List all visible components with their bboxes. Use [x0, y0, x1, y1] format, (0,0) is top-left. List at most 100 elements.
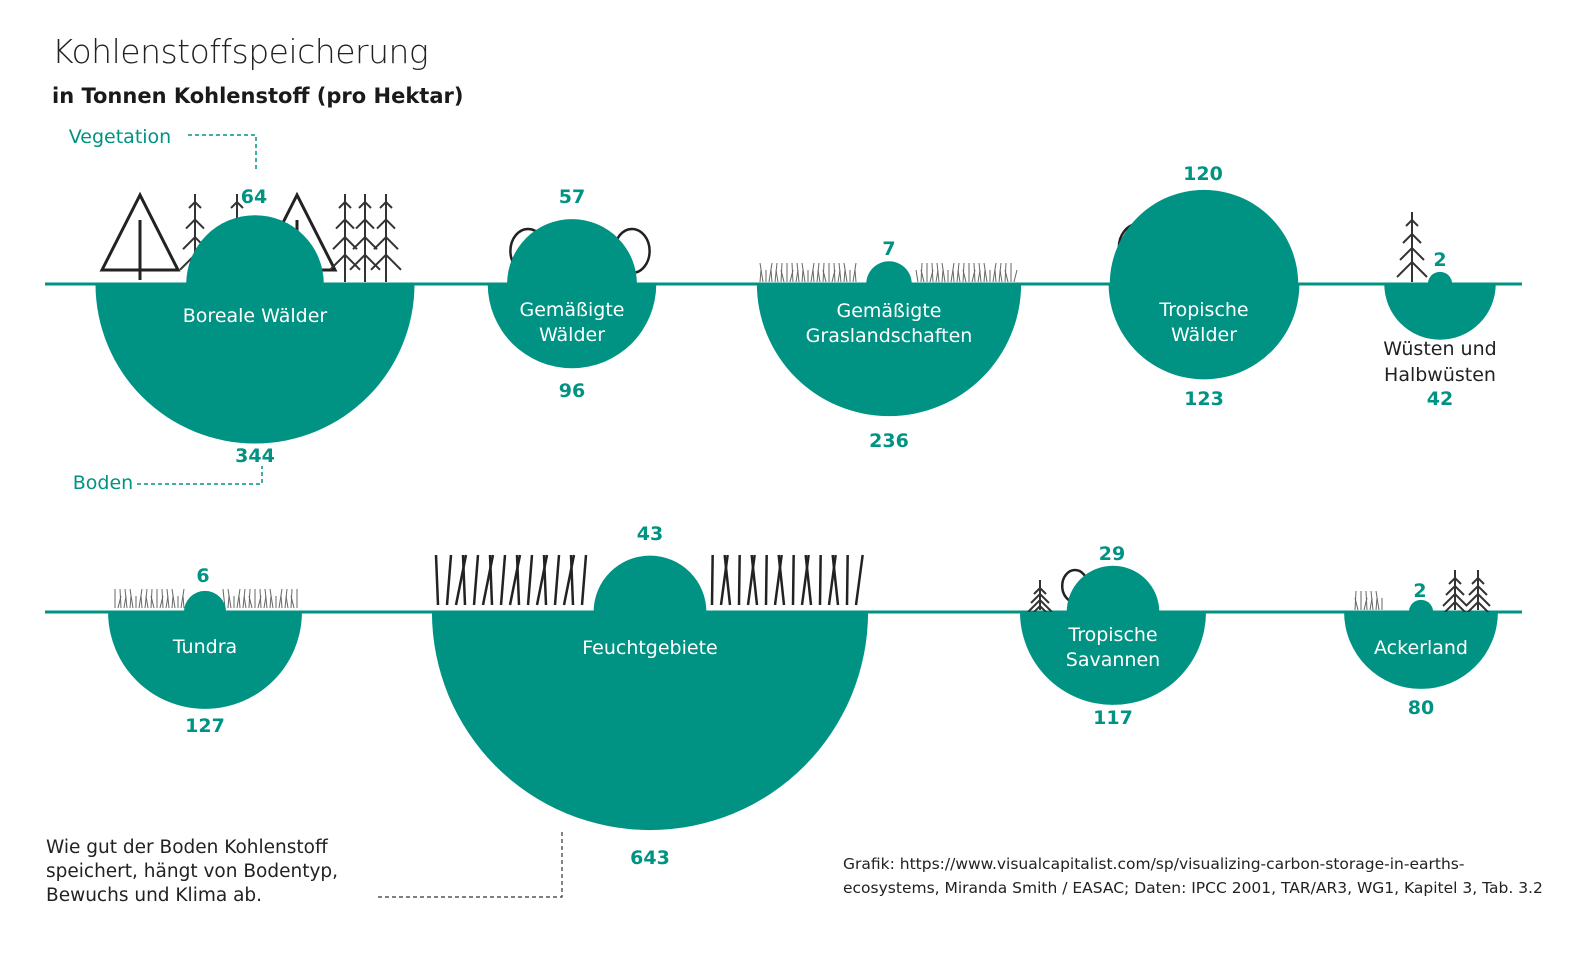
reed — [737, 554, 741, 606]
biome-label: Savannen — [1066, 649, 1160, 671]
blade — [957, 269, 961, 283]
blade — [180, 588, 185, 609]
blade — [166, 588, 170, 609]
blade — [768, 262, 773, 283]
note-line: Bewuchs und Klima ab. — [46, 885, 263, 906]
soil-value-label: 236 — [869, 430, 909, 452]
blade — [1375, 597, 1378, 611]
grass-icon — [759, 262, 857, 283]
biome-tundra — [108, 590, 302, 709]
reed — [818, 554, 822, 606]
vegetation-value-label: 7 — [882, 238, 895, 260]
vegetation-semicircle — [1066, 565, 1160, 612]
blade — [1370, 590, 1374, 611]
biome-label: Gemäßigte — [519, 299, 624, 321]
reed — [515, 554, 521, 606]
soil-note: Wie gut der Boden Kohlenstoff speichert,… — [46, 836, 338, 908]
biome-label: Gemäßigte — [836, 300, 941, 322]
soil-semicircle — [1108, 284, 1300, 380]
reed — [710, 554, 714, 606]
blade — [119, 588, 122, 609]
reed — [569, 554, 575, 606]
biome-gemäßigte-graslandschaften — [756, 261, 1022, 417]
tundra-shrub-icon — [114, 588, 185, 609]
branch — [1033, 586, 1047, 595]
blade — [999, 269, 1003, 283]
soil-value-label: 123 — [1184, 388, 1224, 410]
reed — [854, 554, 864, 606]
branch — [1445, 584, 1465, 596]
biome-tropische-savannen — [1019, 565, 1207, 705]
blade — [838, 262, 842, 283]
blade — [138, 588, 143, 609]
blade — [775, 269, 779, 283]
blade — [259, 588, 262, 609]
branch — [376, 218, 396, 230]
soil-semicircle — [1384, 284, 1496, 340]
tundra-shrub-icon — [222, 588, 298, 609]
blade — [931, 262, 934, 283]
vegetation-value-label: 64 — [241, 186, 267, 208]
blade — [280, 595, 283, 609]
source-credit: Grafik: https://www.visualcapitalist.com… — [843, 852, 1543, 900]
reed — [791, 554, 795, 606]
blade — [1365, 590, 1368, 611]
blade — [238, 595, 241, 609]
blade — [915, 269, 919, 283]
branch — [1027, 598, 1053, 613]
blade — [994, 269, 997, 283]
branch — [370, 253, 402, 271]
blade — [978, 262, 982, 283]
branch — [188, 200, 202, 209]
vegetation-value-label: 29 — [1099, 543, 1125, 565]
legend-vegetation-label: Vegetation — [69, 126, 171, 148]
biome-label: Wälder — [539, 324, 605, 346]
blade — [248, 595, 253, 609]
wheat-icon — [1462, 570, 1494, 618]
blade — [936, 262, 940, 283]
vegetation-semicircle — [866, 261, 912, 284]
biome-wüsten-und-halbwüsten — [1384, 271, 1496, 340]
branch — [1405, 218, 1419, 227]
branch — [355, 218, 375, 230]
reeds-icon — [434, 554, 588, 606]
pine-tree-icon — [99, 191, 181, 280]
blade — [161, 588, 164, 609]
reed — [580, 554, 588, 606]
branch — [373, 235, 399, 250]
chart-title: Kohlenstoffspeicherung — [52, 32, 429, 71]
blade — [227, 588, 232, 609]
biome-feuchtgebiete — [431, 555, 869, 831]
reeds-icon — [710, 554, 864, 606]
biome-label: Tundra — [172, 636, 237, 658]
reed — [472, 554, 480, 606]
blade — [952, 269, 955, 283]
soil-value-label: 117 — [1093, 707, 1133, 729]
grass-icon — [915, 262, 1018, 283]
legend-soil-leader — [137, 466, 263, 485]
vegetation-semicircle — [507, 219, 637, 284]
blade — [791, 262, 794, 283]
source-line: ecosystems, Miranda Smith / EASAC; Daten… — [843, 879, 1543, 897]
blade — [290, 595, 295, 609]
blade — [140, 595, 143, 609]
soil-value-label: 643 — [630, 847, 670, 869]
blade — [920, 269, 925, 283]
blade — [227, 595, 230, 609]
reed — [831, 554, 840, 606]
blade — [852, 262, 857, 283]
blade — [124, 588, 128, 609]
blade — [843, 262, 848, 283]
blade — [759, 262, 764, 283]
blade — [1354, 597, 1359, 611]
legend-vegetation-leader — [188, 134, 257, 172]
blade — [759, 269, 762, 283]
blade — [796, 262, 800, 283]
branch — [352, 235, 378, 250]
biome-label: Wüsten und — [1383, 338, 1496, 360]
vegetation-semicircle — [1427, 271, 1453, 284]
blade — [1013, 269, 1018, 283]
vegetation-value-label: 43 — [637, 523, 663, 545]
biome-boreale-wälder — [95, 215, 415, 444]
soil-semicircle — [487, 284, 657, 369]
